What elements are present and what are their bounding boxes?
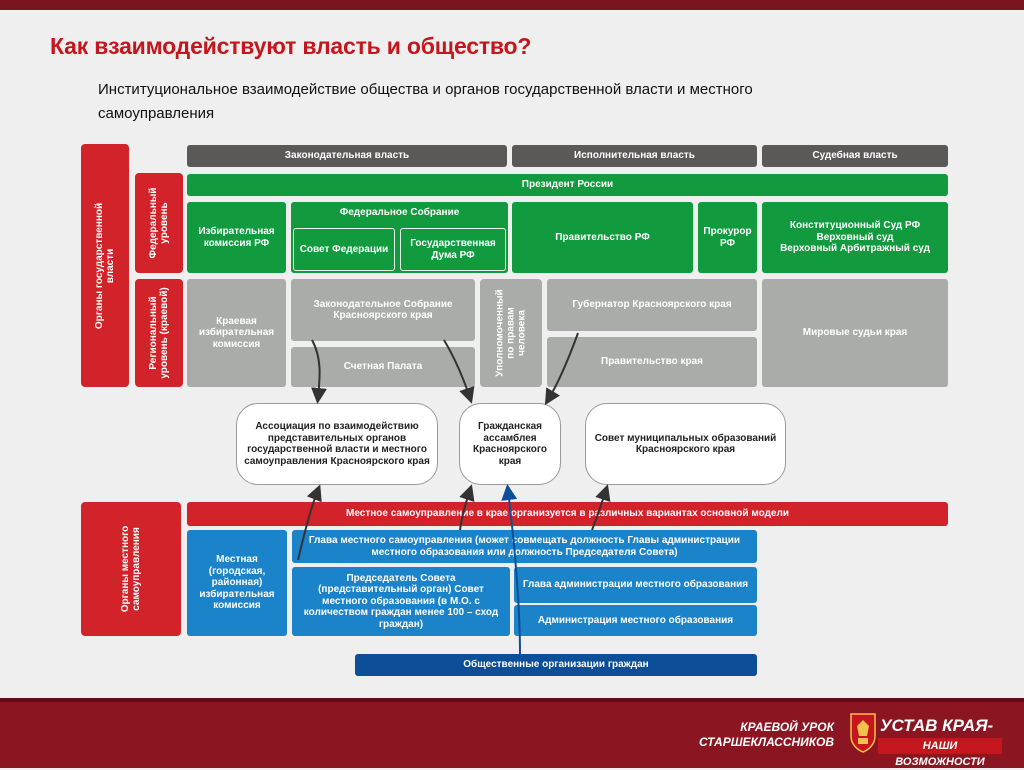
footer-lesson-label: КРАЕВОЙ УРОК СТАРШЕКЛАССНИКОВ: [698, 720, 834, 749]
footer-logo-top: УСТАВ КРАЯ-: [880, 716, 994, 735]
branch-executive: Исполнительная власть: [512, 145, 757, 167]
branch-legislative: Законодательная власть: [187, 145, 507, 167]
federation-council: Совет Федерации: [293, 228, 395, 271]
local-head: Глава местного самоуправления (может сов…: [292, 530, 757, 563]
accounts-chamber: Счетная Палата: [291, 347, 475, 387]
federal-government: Правительство РФ: [512, 202, 693, 273]
page-subtitle: Институциональное взаимодействие обществ…: [98, 81, 753, 122]
label-federal-level: Федеральный уровень: [135, 173, 183, 273]
regional-election-commission: Краевая избирательная комиссия: [187, 279, 286, 387]
regional-government: Правительство края: [547, 337, 757, 387]
page-title: Как взаимодействуют власть и общество?: [50, 33, 532, 59]
label-state-organs: Органы государственной власти: [81, 144, 129, 387]
justices-of-peace: Мировые судьи края: [762, 279, 948, 387]
public-organizations: Общественные организации граждан: [355, 654, 757, 676]
coat-of-arms-icon: [850, 713, 876, 753]
local-administration: Администрация местного образования: [514, 605, 757, 636]
president-box: Президент России: [187, 174, 948, 196]
civic-assembly-oval: Гражданская ассамблея Красноярского края: [459, 403, 561, 485]
legislative-assembly: Законодательное Собрание Красноярского к…: [291, 279, 475, 341]
municipal-council-oval: Совет муниципальных образований Краснояр…: [585, 403, 786, 485]
label-local-organs: Органы местного самоуправления: [81, 502, 181, 636]
local-government-banner: Местное самоуправление в крае организует…: [187, 502, 948, 526]
top-bar: [0, 0, 1024, 10]
council-chair: Председатель Совета (представительный ор…: [292, 567, 510, 636]
footer-logo-bottom: НАШИ ВОЗМОЖНОСТИ: [878, 738, 1002, 768]
state-duma: Государственная Дума РФ: [400, 228, 506, 271]
label-regional-level: Региональный уровень (краевой): [135, 279, 183, 387]
federal-election-commission: Избирательная комиссия РФ: [187, 202, 286, 273]
prosecutor: Прокурор РФ: [698, 202, 757, 273]
admin-head: Глава администрации местного образования: [514, 567, 757, 603]
branch-judicial: Судебная власть: [762, 145, 948, 167]
governor: Губернатор Красноярского края: [547, 279, 757, 331]
association-oval: Ассоциация по взаимодействию представите…: [236, 403, 438, 485]
ombudsman: Уполномоченный по правам человека: [480, 279, 542, 387]
local-election-commission: Местная (городская, районная) избиратель…: [187, 530, 287, 636]
federal-courts: Конституционный Суд РФ Верховный суд Вер…: [762, 202, 948, 273]
